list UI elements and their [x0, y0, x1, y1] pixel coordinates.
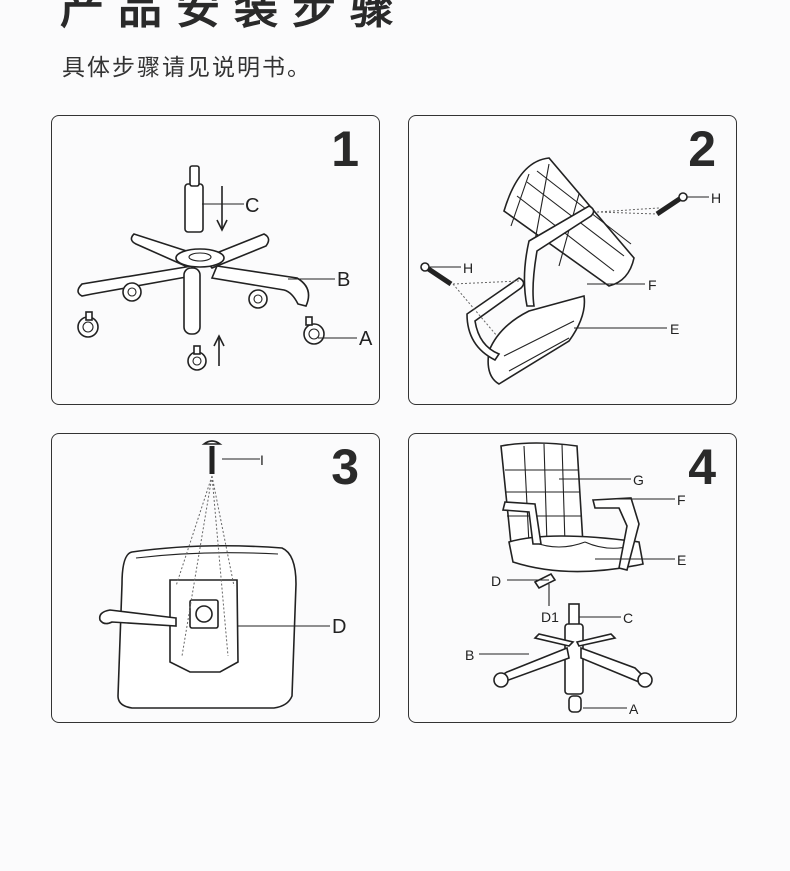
- step-number: 1: [331, 121, 359, 177]
- part-label-h: H: [463, 260, 473, 276]
- step-3-illustration: I D: [98, 440, 346, 709]
- part-label-e: E: [677, 552, 686, 568]
- part-label-g: G: [633, 472, 644, 488]
- step-1-panel: C B A 1: [51, 115, 380, 405]
- part-label-d: D: [491, 573, 501, 589]
- part-label-d: D: [332, 616, 346, 638]
- part-label-c: C: [245, 195, 259, 217]
- step-2-panel: H H F E 2: [408, 115, 737, 405]
- page-title: 产品安装步骤: [60, 0, 408, 34]
- step-number: 4: [688, 439, 716, 495]
- part-label-b: B: [337, 269, 350, 291]
- part-label-i: I: [260, 452, 264, 468]
- step-4-panel: G F E D D1 C B A 4: [408, 433, 737, 723]
- step-4-illustration: G F E D D1 C B A: [465, 442, 686, 717]
- part-label-f: F: [648, 277, 657, 293]
- part-label-e: E: [670, 321, 679, 337]
- step-number: 3: [331, 439, 359, 495]
- step-1-illustration: C B A: [77, 165, 373, 371]
- step-2-illustration: H H F E: [420, 157, 721, 385]
- step-number: 2: [688, 121, 716, 177]
- screw-icon: [201, 440, 223, 474]
- caster-icon: [493, 672, 653, 713]
- part-label-f: F: [677, 492, 686, 508]
- part-label-a: A: [629, 701, 639, 717]
- part-label-c: C: [623, 610, 633, 626]
- part-label-h: H: [711, 190, 721, 206]
- screw-icon: [420, 192, 688, 287]
- part-label-b: B: [465, 647, 474, 663]
- part-label-d1: D1: [541, 609, 559, 625]
- part-label-a: A: [359, 328, 373, 350]
- step-3-panel: I D 3: [51, 433, 380, 723]
- page-subtitle: 具体步骤请见说明书。: [62, 55, 312, 81]
- caster-icon: [77, 282, 325, 371]
